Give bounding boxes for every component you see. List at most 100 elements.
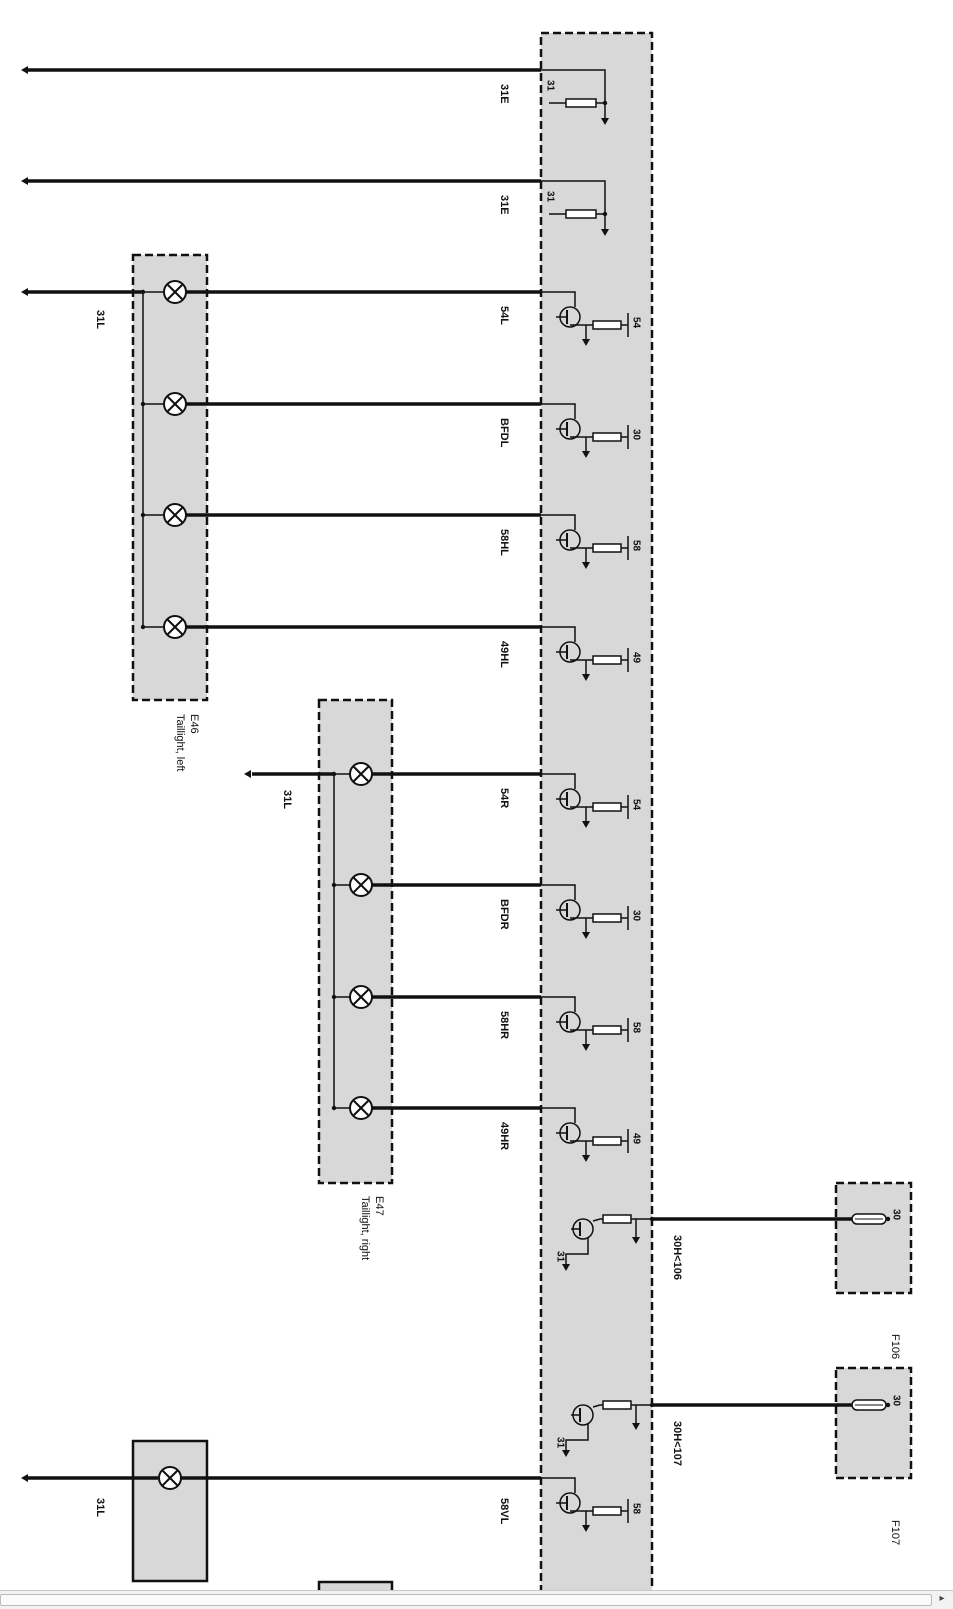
junction-dot [649, 1402, 655, 1408]
junction-dot [331, 882, 337, 888]
pin-label: 58 [630, 1022, 641, 1034]
junction-dot [649, 1216, 655, 1222]
pin-label-group: 31 [544, 191, 555, 203]
ground-icon [601, 118, 609, 125]
component-name-label: Taillight, right [359, 1196, 371, 1260]
lamp-cross-b [166, 395, 184, 413]
lamp-icon [158, 1466, 182, 1490]
pin-label: 31 [554, 1251, 565, 1263]
pin-label-group: 54 [630, 317, 641, 329]
fuse-pin-label-group: 30 [890, 1395, 901, 1407]
junction-dot [140, 512, 146, 518]
ground-label: 31L [94, 1498, 106, 1517]
lamp-cross-b [352, 876, 370, 894]
fuse-id-label-group: F107 [889, 1520, 901, 1545]
junction-dot [140, 401, 146, 407]
lamp-icon [349, 762, 373, 786]
lamp-icon [163, 280, 187, 304]
resistor [592, 543, 622, 553]
wire-label: 31E [498, 195, 510, 215]
pin-label-group: 58 [630, 1022, 641, 1034]
wire-arrow-icon [21, 66, 28, 74]
lamp-icon [349, 985, 373, 1009]
pin-label: 31 [544, 191, 555, 203]
wire-label: 49HR [498, 1122, 510, 1150]
lamp-cross-b [352, 765, 370, 783]
junction-dot [602, 211, 608, 217]
ground-icon [582, 562, 590, 569]
lamp-cross-b [166, 506, 184, 524]
lamp-icon [163, 503, 187, 527]
junction-dot [331, 1105, 337, 1111]
junction-dot [331, 994, 337, 1000]
pin-label: 58 [630, 540, 641, 552]
wire-label-group: 58HR [498, 1011, 510, 1039]
ground-icon [632, 1423, 640, 1430]
pin-label: 49 [630, 652, 641, 664]
wire-label-group: 54L [498, 306, 510, 325]
wire-label-group: 54R [498, 788, 510, 808]
scroll-right-icon[interactable]: ▸ [939, 1593, 945, 1604]
wire-label: 54L [498, 306, 510, 325]
wire-arrow-icon [21, 288, 28, 296]
pin-label: 54 [630, 799, 641, 811]
resistor [592, 432, 622, 442]
pin-label-group: 31 [544, 80, 555, 92]
pin-label: 31 [544, 80, 555, 92]
module-trace [541, 403, 576, 419]
pin-label: 58 [630, 1503, 641, 1515]
lamp-cross-b [161, 1469, 179, 1487]
pin-label: 54 [630, 317, 641, 329]
fuse-pin-label: 30 [890, 1395, 901, 1407]
lamp-cross-b [352, 1099, 370, 1117]
module-trace [541, 626, 576, 642]
wire-label: BFDR [498, 899, 510, 930]
ground-label-group: 31L [281, 790, 293, 809]
fuse-id-label: F106 [889, 1334, 901, 1359]
wire-label: 58HR [498, 1011, 510, 1039]
lamp-cross-b [166, 618, 184, 636]
ground-icon [582, 821, 590, 828]
resistor [592, 1506, 622, 1516]
scrollbar-thumb[interactable] [0, 1594, 932, 1606]
module-trace [541, 884, 576, 900]
module-trace [541, 996, 576, 1012]
resistor [565, 209, 597, 219]
wire-arrow-icon [21, 1474, 28, 1482]
pin-label: 31 [554, 1437, 565, 1449]
component-name-label-group: Taillight, left [174, 714, 186, 771]
fuse-f106-box [834, 1181, 913, 1295]
module-trace [592, 1404, 601, 1408]
wire-label: 30H<107 [671, 1421, 683, 1466]
module-trace [541, 291, 576, 307]
wire-label: BFDL [498, 418, 510, 448]
control-module-box [539, 31, 654, 1608]
ground-label: 31L [94, 310, 106, 329]
pin-label-group: 58 [630, 540, 641, 552]
horizontal-scrollbar[interactable]: ▸ [0, 1590, 953, 1609]
lamp-icon [349, 1096, 373, 1120]
junction-dot [140, 624, 146, 630]
wire-arrow-icon [244, 770, 251, 778]
wire-label-group: 30H<106 [671, 1235, 683, 1280]
pin-label: 30 [630, 429, 641, 441]
wire-label: 58HL [498, 529, 510, 556]
lamp-icon [163, 615, 187, 639]
wire-label-group: 31E [498, 84, 510, 104]
pin-label-group: 30 [630, 910, 641, 922]
component-name-label-group: Taillight, right [359, 1196, 371, 1260]
ground-icon [582, 674, 590, 681]
ground-label-group: 31L [94, 1498, 106, 1517]
pin-label-group: 49 [630, 1133, 641, 1145]
module-trace [541, 514, 576, 530]
module-trace [541, 1477, 576, 1493]
ground-label-group: 31L [94, 310, 106, 329]
ground-icon [582, 932, 590, 939]
fuse-pin-label: 30 [890, 1209, 901, 1221]
component-id-label: E47 [373, 1196, 385, 1216]
wire-label-group: 58HL [498, 529, 510, 556]
resistor [602, 1214, 632, 1224]
ground-icon [582, 451, 590, 458]
ground-icon [582, 1155, 590, 1162]
